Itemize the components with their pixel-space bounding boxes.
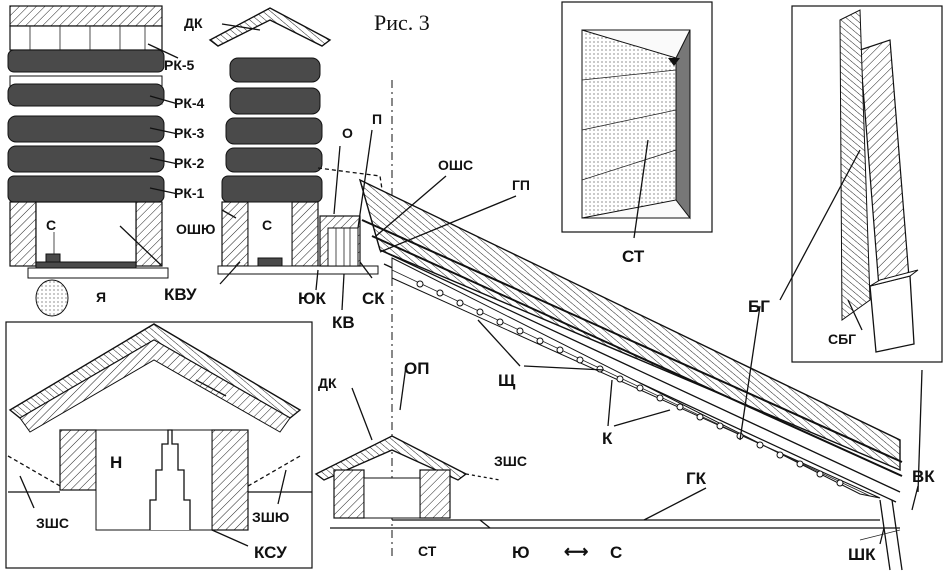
label-yu: Ю: [512, 543, 530, 562]
label-ksu: КСУ: [254, 543, 287, 562]
small-house-section: [314, 435, 501, 519]
label-gk: ГК: [686, 469, 707, 488]
label-rk4: РК-4: [174, 95, 205, 111]
label-zshyu: ЗШЮ: [252, 509, 289, 525]
label-sbg: СБГ: [828, 331, 856, 347]
label-gp: ГП: [512, 177, 530, 193]
label-op: ОП: [404, 359, 429, 378]
label-shk: ШК: [848, 545, 876, 564]
label-st-top: СТ: [622, 247, 645, 266]
label-p: П: [372, 111, 382, 127]
label-s-left: С: [46, 217, 56, 233]
label-vk: ВК: [912, 467, 935, 486]
label-oshs: ОШС: [438, 157, 473, 173]
figure-title: Рис. 3: [374, 10, 430, 35]
side-view-stove: [208, 7, 393, 560]
label-kv: КВ: [332, 313, 355, 332]
label-shch: Щ: [498, 371, 516, 390]
label-n: Н: [110, 453, 122, 472]
label-rk1: РК-1: [174, 185, 205, 201]
label-bg: БГ: [748, 297, 770, 316]
long-roof-section: [330, 178, 903, 571]
label-zshs-mid: ЗШС: [494, 453, 527, 469]
label-zshs-left: ЗШС: [36, 515, 69, 531]
label-dk-top: ДК: [184, 15, 203, 31]
front-view-stove: [7, 5, 169, 317]
bottom-left-section: [5, 321, 313, 569]
corridor-panel: [561, 1, 713, 233]
leader-lines: [19, 23, 923, 547]
label-sk: СК: [362, 289, 385, 308]
label-rk3: РК-3: [174, 125, 205, 141]
direction-arrow: ⟷: [564, 542, 588, 561]
label-dk-bottom: ДК: [318, 375, 337, 391]
label-s-dir: С: [610, 543, 622, 562]
label-rk5: РК-5: [164, 57, 195, 73]
label-rk2: РК-2: [174, 155, 205, 171]
label-s-mid: С: [262, 217, 272, 233]
label-o: О: [342, 125, 353, 141]
label-ya: Я: [96, 289, 106, 305]
label-k: К: [602, 429, 613, 448]
label-yuk: ЮК: [298, 289, 327, 308]
label-oshyu: ОШЮ: [176, 221, 215, 237]
right-beam-panel: [791, 5, 943, 363]
label-st-bottom: СТ: [418, 543, 437, 559]
label-kvu: КВУ: [164, 285, 197, 304]
